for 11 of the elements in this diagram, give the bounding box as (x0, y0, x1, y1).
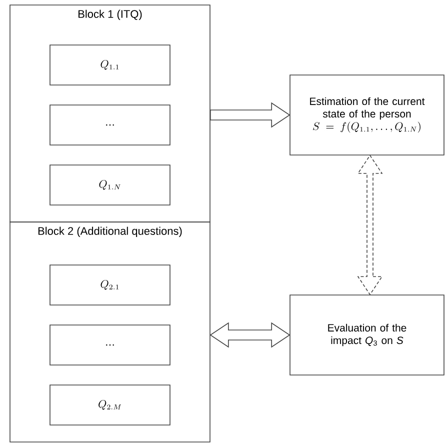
block-arrow (210, 322, 290, 348)
block-arrow (210, 102, 290, 128)
question-box: … (50, 324, 170, 366)
question-box: $Q_{2.M}$ (50, 384, 170, 426)
question-box: $Q_{1.1}$ (50, 44, 170, 86)
result-box: Estimation of the current state of the person $S = f(Q_{1.1}, \ldots, Q_{1.N})$ (290, 74, 444, 156)
block-arrow (357, 154, 383, 296)
question-box: $Q_{2.1}$ (50, 264, 170, 306)
question-box: … (50, 104, 170, 146)
result-box: Evaluation of the impact Q$_{3}$ on S (290, 294, 444, 376)
question-box: $Q_{1.N}$ (50, 164, 170, 206)
